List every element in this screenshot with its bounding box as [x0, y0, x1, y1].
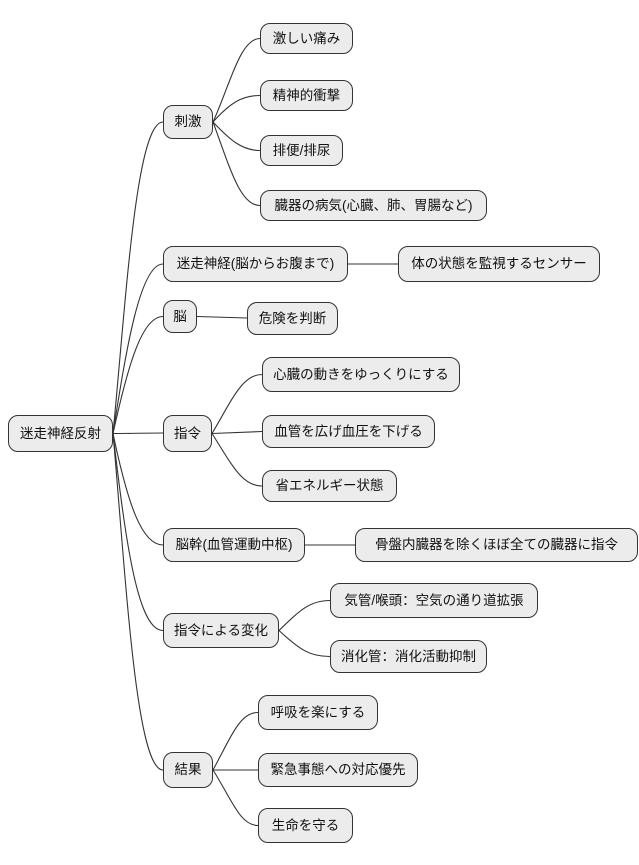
node-brain: 脳 [163, 300, 197, 333]
node-judge-danger: 危険を判断 [247, 302, 338, 335]
edge-changes-to-airway [278, 599, 331, 632]
node-stimulus: 刺激 [163, 105, 213, 139]
edge-command-to-energy-save [211, 432, 263, 487]
edge-root-to-result [112, 432, 164, 771]
edge-stimulus-to-excretion [212, 121, 261, 152]
node-command-all-organs: 骨盤内臓器を除くほぼ全ての臓器に指令 [355, 528, 638, 562]
node-vagus-nerve: 迷走神経(脳からお腹まで) [163, 246, 348, 282]
edge-root-to-vagus-nerve [112, 263, 164, 435]
edge-command-to-dilate-vessels [211, 430, 263, 435]
node-body-state-sensor: 体の状態を監視するセンサー [398, 246, 600, 282]
root-node-vasovagal-reflex: 迷走神経反射 [8, 415, 113, 452]
edge-changes-to-digestion [278, 629, 331, 658]
edge-root-to-stimulus [112, 121, 164, 435]
node-result: 結果 [163, 752, 213, 788]
node-energy-save-state: 省エネルギー状態 [262, 470, 397, 502]
edge-stimulus-to-mental-shock [212, 94, 261, 123]
node-airway-dilation: 気管/喉頭：空気の通り道拡張 [330, 583, 538, 618]
node-easier-breathing: 呼吸を楽にする [258, 695, 378, 730]
node-severe-pain: 激しい痛み [260, 23, 353, 54]
edge-root-to-brainstem [112, 432, 164, 546]
node-emergency-priority: 緊急事態への対応優先 [258, 753, 418, 787]
node-protect-life: 生命を守る [258, 808, 353, 843]
edge-result-to-easier-breathing [212, 711, 259, 771]
edge-stimulus-to-organ-disease [212, 121, 261, 207]
node-brainstem: 脳幹(血管運動中枢) [163, 528, 305, 562]
edge-root-to-changes [112, 432, 164, 632]
node-command: 指令 [163, 415, 212, 452]
edge-root-to-brain [112, 315, 164, 435]
node-digestion-suppressed: 消化管：消化活動抑制 [330, 640, 487, 673]
node-changes-by-command: 指令による変化 [163, 613, 279, 648]
node-excretion: 排便/排尿 [260, 135, 343, 166]
node-mental-shock: 精神的衝撃 [260, 80, 353, 111]
edge-brain-to-judge-danger [196, 315, 248, 319]
node-slow-heart: 心臓の動きをゆっくりにする [262, 357, 460, 392]
node-organ-disease: 臓器の病気(心臓、肺、胃腸など) [260, 190, 487, 221]
edge-stimulus-to-severe-pain [212, 37, 261, 123]
edge-root-to-command [112, 432, 164, 435]
node-dilate-vessels-lower-bp: 血管を広げ血圧を下げる [262, 415, 435, 448]
edge-result-to-protect-life [212, 769, 259, 827]
edge-command-to-slow-heart [211, 373, 263, 435]
